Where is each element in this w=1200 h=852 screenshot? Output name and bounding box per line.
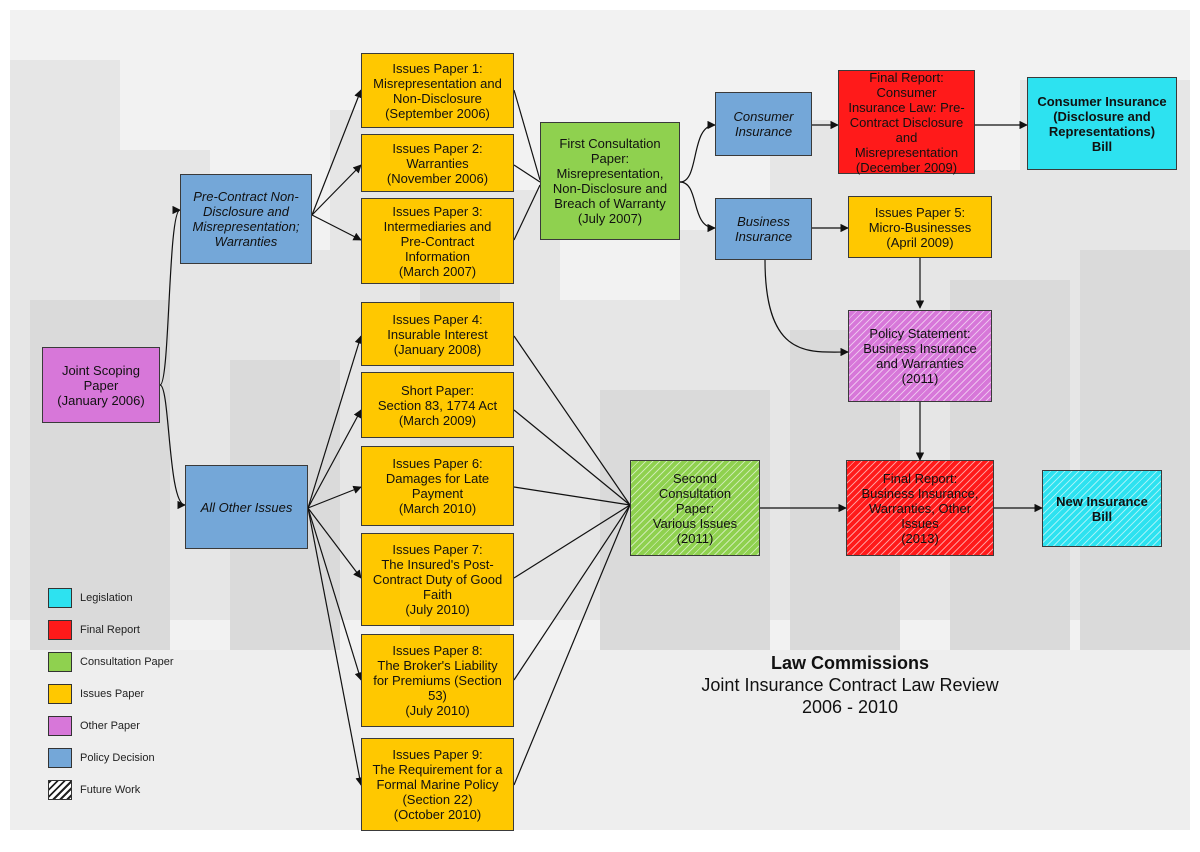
issues-paper-3: Issues Paper 3: Intermediaries and Pre-C… xyxy=(361,198,514,284)
consumer-insurance-decision: Consumer Insurance xyxy=(715,92,812,156)
issues-paper-7: Issues Paper 7: The Insured's Post- Cont… xyxy=(361,533,514,626)
legend-item-consultation-paper: Consultation Paper xyxy=(48,652,174,672)
first-consultation-paper: First Consultation Paper: Misrepresentat… xyxy=(540,122,680,240)
title-organisation: Law Commissions xyxy=(770,653,930,673)
final-report-consumer: Final Report: Consumer Insurance Law: Pr… xyxy=(838,70,975,175)
title-block: Law Commissions Joint Insurance Contract… xyxy=(650,652,1050,718)
pre-contract-non-disclosure-decision: Pre-Contract Non- Disclosure and Misrepr… xyxy=(180,174,312,264)
issues-paper-5: Issues Paper 5: Micro-Businesses (April … xyxy=(848,196,992,258)
new-insurance-bill: New Insurance Bill xyxy=(1042,470,1162,547)
final-report-business-insurance: Final Report: Business Insurance, Warran… xyxy=(846,460,994,556)
legend-label: Final Report xyxy=(80,624,140,636)
second-consultation-paper: Second Consultation Paper: Various Issue… xyxy=(630,460,760,556)
consumer-insurance-bill: Consumer Insurance (Disclosure and Repre… xyxy=(1027,77,1177,170)
issues-paper-2: Issues Paper 2: Warranties (November 200… xyxy=(361,134,514,192)
legend-swatch xyxy=(48,748,72,768)
legend-label: Policy Decision xyxy=(80,752,155,764)
issues-paper-8: Issues Paper 8: The Broker's Liability f… xyxy=(361,634,514,727)
legend-label: Legislation xyxy=(80,592,133,604)
all-other-issues-decision: All Other Issues xyxy=(185,465,308,549)
legend-item-other-paper: Other Paper xyxy=(48,716,140,736)
joint-scoping-paper: Joint Scoping Paper (January 2006) xyxy=(42,347,160,423)
legend-label: Future Work xyxy=(80,784,141,796)
issues-paper-1: Issues Paper 1: Misrepresentation and No… xyxy=(361,53,514,128)
policy-statement-business-insurance: Policy Statement: Business Insurance and… xyxy=(848,310,992,402)
issues-paper-9: Issues Paper 9: The Requirement for a Fo… xyxy=(361,738,514,831)
legend-item-future-work: Future Work xyxy=(48,780,140,800)
issues-paper-4: Issues Paper 4: Insurable Interest (Janu… xyxy=(361,302,514,366)
legend-label: Consultation Paper xyxy=(80,656,174,668)
legend-item-legislation: Legislation xyxy=(48,588,133,608)
legend-swatch xyxy=(48,684,72,704)
legend-item-final-report: Final Report xyxy=(48,620,140,640)
legend-label: Issues Paper xyxy=(80,688,145,700)
short-paper-section-83: Short Paper: Section 83, 1774 Act (March… xyxy=(361,372,514,438)
legend-swatch xyxy=(48,716,72,736)
legend-item-policy-decision: Policy Decision xyxy=(48,748,155,768)
legend-label: Other Paper xyxy=(80,720,140,732)
legend-swatch-hatched xyxy=(48,780,72,800)
business-insurance-decision: Business Insurance xyxy=(715,198,812,260)
title-years: 2006 - 2010 xyxy=(801,697,899,717)
legend-swatch xyxy=(48,652,72,672)
legend-swatch xyxy=(48,588,72,608)
issues-paper-6: Issues Paper 6: Damages for Late Payment… xyxy=(361,446,514,526)
legend-item-issues-paper: Issues Paper xyxy=(48,684,144,704)
legend-swatch xyxy=(48,620,72,640)
title-review-name: Joint Insurance Contract Law Review xyxy=(701,675,999,695)
